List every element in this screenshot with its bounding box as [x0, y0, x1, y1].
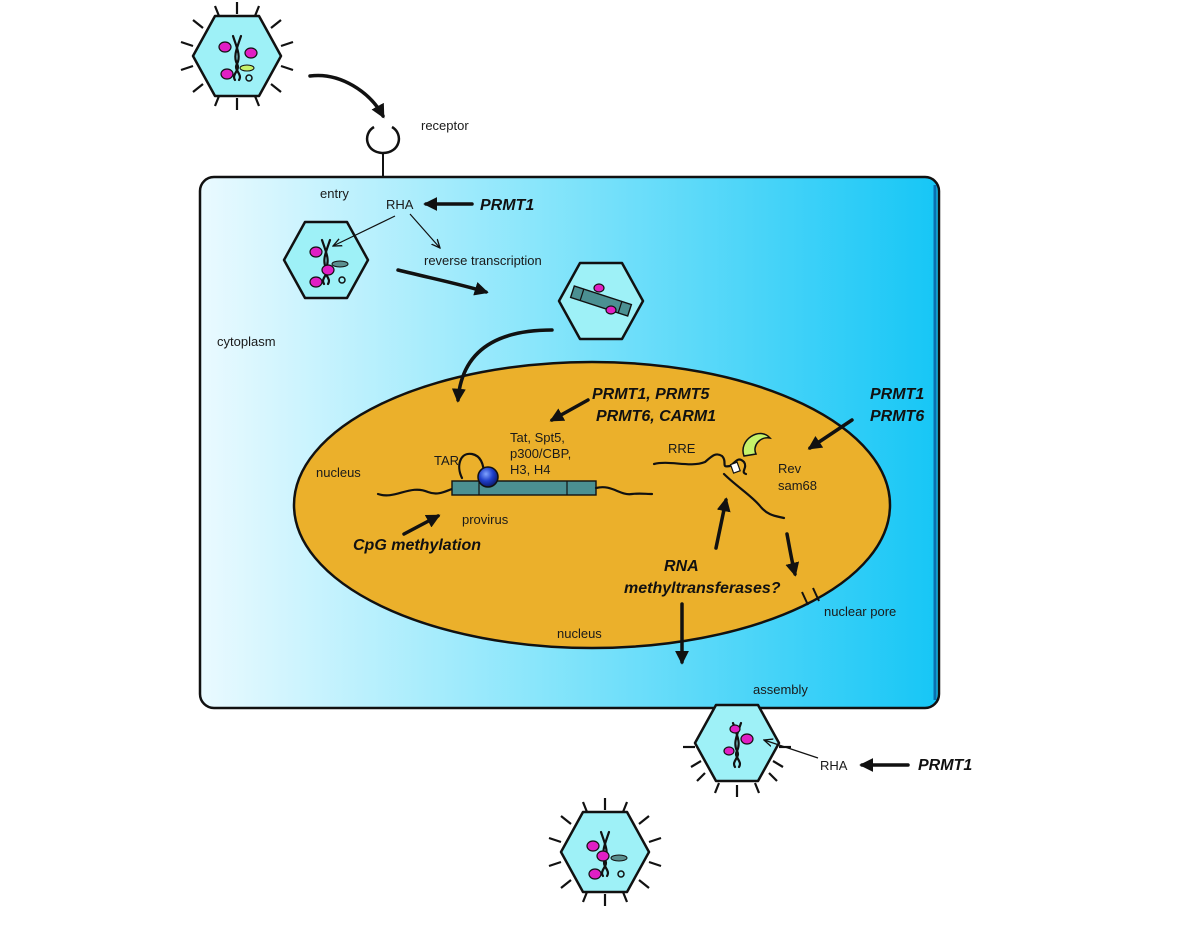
arrow-rna-export [785, 532, 800, 577]
rre-rna [652, 432, 786, 520]
nucleus-bottom-label: nucleus [557, 626, 602, 641]
reverse-transcription-label: reverse transcription [424, 253, 542, 268]
substrate-line1: Tat, Spt5, [510, 430, 565, 445]
free-virion-top [180, 2, 294, 110]
entering-virion [282, 220, 370, 300]
rna-mt-line2-label: methyltransferases? [624, 580, 781, 597]
arrow-rha-to-rt [409, 213, 440, 248]
receptor-label: receptor [421, 118, 469, 133]
receptor-icon [365, 125, 401, 177]
prmt1-top-label: PRMT1 [480, 197, 534, 214]
rna-mt-line1-label: RNA [664, 558, 699, 575]
prmt-line1-label: PRMT1, PRMT5 [592, 386, 710, 403]
released-virion [548, 798, 662, 906]
cpg-methylation-label: CpG methylation [353, 537, 481, 554]
arrow-cpg-to-provirus [402, 514, 441, 536]
arrow-virion-to-receptor [308, 73, 385, 119]
arrow-pic-to-nucleus [451, 328, 554, 403]
preintegration-complex [557, 261, 645, 341]
rha-top-label: RHA [386, 197, 414, 212]
provirus-label: provirus [462, 512, 509, 527]
prmt1-bottom-label: PRMT1 [918, 757, 972, 774]
nuclear-pore [801, 587, 820, 606]
rha-bottom-label: RHA [820, 758, 848, 773]
rev-label: Rev [778, 461, 802, 476]
arrow-rha-to-virion [333, 215, 396, 246]
sam68-label: sam68 [778, 478, 817, 493]
arrow-virion-to-pic [396, 268, 489, 296]
nucleus [292, 360, 892, 650]
nuclear-pore-label: nuclear pore [824, 604, 896, 619]
rre-label: RRE [668, 441, 696, 456]
substrate-line3: H3, H4 [510, 462, 550, 477]
tat-ball [477, 466, 499, 488]
entry-label: entry [320, 186, 349, 201]
prmt1-right-label: PRMT1 [870, 386, 924, 403]
arrow-prmt-to-rev [807, 418, 854, 450]
arrow-prmt-to-substrates [549, 398, 590, 422]
substrate-line2: p300/CBP, [510, 446, 571, 461]
arrow-rha-to-budding-virion [764, 740, 819, 759]
prmt6-right-label: PRMT6 [870, 408, 924, 425]
prmt-line2-label: PRMT6, CARM1 [596, 408, 716, 425]
arrow-rnamt-to-rre [714, 497, 731, 550]
nucleus-left-label: nucleus [316, 465, 361, 480]
cytoplasm-label: cytoplasm [217, 334, 276, 349]
tar-label: TAR [434, 453, 459, 468]
assembly-label: assembly [753, 682, 808, 697]
budding-virion [683, 703, 791, 797]
